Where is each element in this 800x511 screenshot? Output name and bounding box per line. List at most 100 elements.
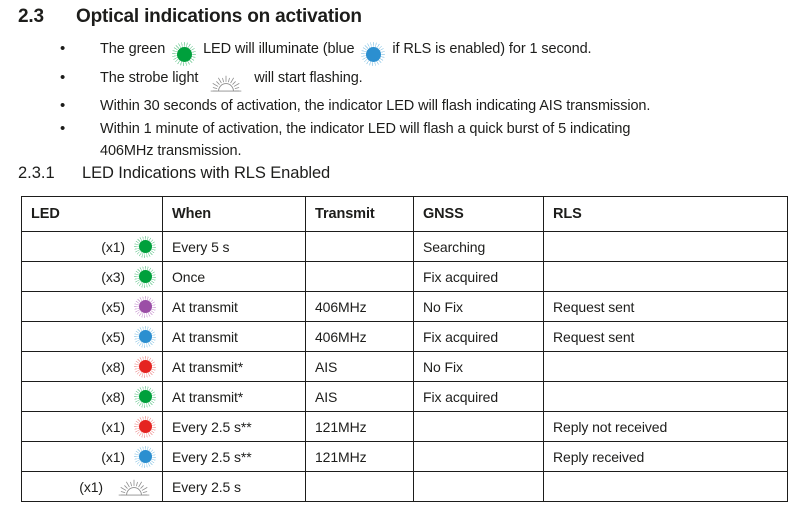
cell-transmit — [305, 231, 414, 262]
led-indications-table-wrap: LED When Transmit GNSS RLS (x1)Every 5 s… — [21, 196, 788, 502]
cell-when: Once — [162, 261, 306, 292]
bullet-list: • The green LED will illuminate (blue if … — [0, 38, 800, 163]
bullet-text-run: Within 1 minute of activation, the indic… — [100, 121, 631, 138]
cell-rls: Reply not received — [543, 411, 788, 442]
cell-when: Every 2.5 s — [162, 471, 306, 502]
led-flash-count: (x5) — [101, 298, 125, 315]
cell-gnss — [413, 441, 544, 472]
cell-when: At transmit — [162, 321, 306, 352]
led-icon-slot — [128, 295, 162, 318]
cell-rls — [543, 381, 788, 412]
cell-led: (x1) — [21, 471, 163, 502]
cell-led: (x8) — [21, 351, 163, 382]
bullet-marker: • — [60, 97, 66, 115]
led-icon-slot — [128, 385, 162, 408]
led-icon-slot — [128, 415, 162, 438]
cell-rls: Reply received — [543, 441, 788, 472]
bullet-line: Within 30 seconds of activation, the ind… — [100, 95, 650, 117]
section-heading: 2.3 Optical indications on activation — [0, 6, 800, 28]
led-icon-slot — [106, 477, 162, 497]
bullet-line: Within 1 minute of activation, the indic… — [100, 118, 630, 140]
led-red-icon-core — [138, 360, 152, 373]
column-header-gnss: GNSS — [413, 196, 544, 232]
cell-led: (x1) — [21, 231, 163, 262]
led-flash-count: (x1) — [101, 238, 125, 255]
led-blue-icon — [134, 325, 156, 348]
bullet-line: 406MHz transmission. — [100, 140, 630, 162]
led-purple-icon-core — [138, 300, 152, 313]
led-green-icon-core — [138, 390, 152, 403]
strobe-light-icon — [113, 477, 155, 497]
column-header-led: LED — [21, 196, 163, 232]
led-green-icon — [134, 385, 156, 408]
bullet-text-run: Within 30 seconds of activation, the ind… — [100, 98, 651, 115]
bullet-line: The green LED will illuminate (blue if R… — [100, 38, 592, 67]
bullet-text-run: The green — [100, 41, 170, 57]
led-red-icon — [134, 355, 156, 378]
led-green-icon — [172, 42, 197, 67]
led-blue-icon-core — [138, 450, 152, 463]
cell-gnss: Fix acquired — [413, 321, 544, 352]
bullet-text-run: will start flashing. — [250, 70, 363, 87]
led-green-icon-core — [138, 240, 152, 253]
cell-transmit — [305, 261, 414, 292]
led-red-icon — [134, 415, 156, 438]
led-indications-table: LED When Transmit GNSS RLS (x1)Every 5 s… — [21, 196, 788, 502]
column-header-rls: RLS — [543, 196, 788, 232]
cell-rls — [543, 231, 788, 262]
led-icon-slot — [128, 235, 162, 258]
bullet-marker: • — [60, 120, 66, 138]
bullet-item: • Within 1 minute of activation, the indi… — [0, 118, 800, 162]
cell-led: (x5) — [21, 321, 163, 352]
column-header-when: When — [162, 196, 306, 232]
bullet-text: Within 30 seconds of activation, the ind… — [100, 95, 650, 117]
subsection-title: LED Indications with RLS Enabled — [82, 164, 331, 182]
table-row: (x1) Every 2.5 s — [21, 471, 788, 502]
led-flash-count: (x1) — [101, 418, 125, 435]
led-purple-icon — [134, 295, 156, 318]
cell-transmit: AIS — [305, 381, 414, 412]
cell-rls — [543, 471, 788, 502]
bullet-text-run: The strobe light — [100, 70, 203, 87]
led-green-icon-core — [138, 270, 152, 283]
cell-gnss: Searching — [413, 231, 544, 262]
bullet-text: Within 1 minute of activation, the indic… — [100, 118, 630, 162]
led-icon-slot — [128, 325, 162, 348]
cell-led: (x5) — [21, 291, 163, 322]
cell-when: At transmit* — [162, 351, 306, 382]
subsection-heading: 2.3.1 LED Indications with RLS Enabled — [0, 164, 800, 183]
bullet-line: The strobe light will start flashing. — [100, 67, 363, 94]
bullet-item: •The green LED will illuminate (blue if … — [0, 38, 800, 67]
bullet-text: The green LED will illuminate (blue if R… — [100, 38, 592, 67]
cell-transmit: 406MHz — [305, 291, 414, 322]
led-icon-slot — [128, 265, 162, 288]
bullet-text-run: if RLS is enabled) for 1 second. — [388, 41, 592, 57]
led-blue-icon-core — [138, 330, 152, 343]
cell-when: Every 2.5 s** — [162, 411, 306, 442]
led-flash-count: (x3) — [101, 268, 125, 285]
table-row: (x1) Every 2.5 s**121MHz Reply not receive… — [21, 411, 788, 442]
cell-gnss — [413, 471, 544, 502]
table-row: (x3) Once Fix acquired — [21, 261, 788, 292]
cell-when: Every 2.5 s** — [162, 441, 306, 472]
cell-transmit — [305, 471, 414, 502]
led-icon-slot — [128, 445, 162, 468]
bullet-text: The strobe light will start flashing. — [100, 67, 363, 94]
led-flash-count: (x8) — [101, 358, 125, 375]
led-icon-slot — [128, 355, 162, 378]
led-flash-count: (x1) — [79, 478, 103, 495]
page-title: Optical indications on activation — [76, 6, 362, 27]
cell-led: (x1) — [21, 411, 163, 442]
bullet-marker: • — [60, 69, 66, 87]
cell-led: (x1) — [21, 441, 163, 472]
cell-gnss: Fix acquired — [413, 261, 544, 292]
cell-transmit: 406MHz — [305, 321, 414, 352]
bullet-text-run: 406MHz transmission. — [100, 143, 242, 160]
cell-transmit: 121MHz — [305, 411, 414, 442]
cell-gnss — [413, 411, 544, 442]
column-header-transmit: Transmit — [305, 196, 414, 232]
